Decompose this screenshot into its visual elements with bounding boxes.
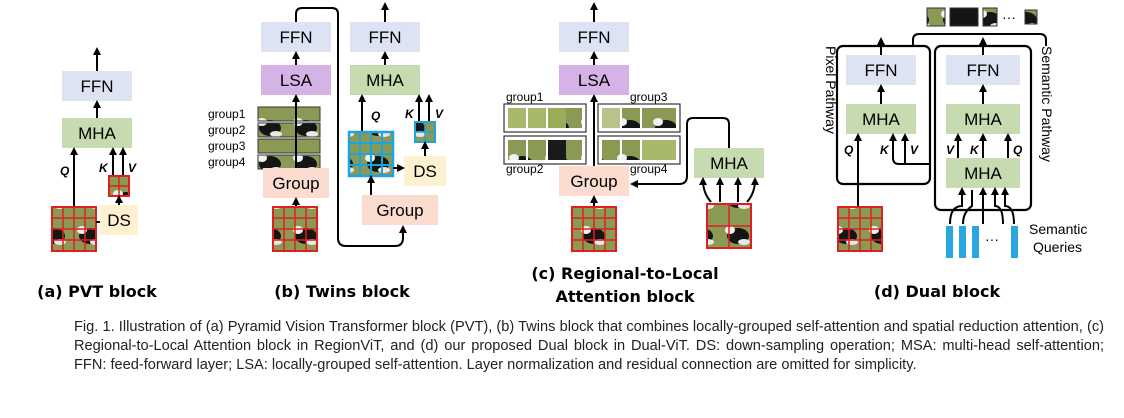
- ds-box: [100, 205, 138, 235]
- ffn-box: [846, 55, 916, 85]
- v-label: V: [435, 107, 444, 121]
- semantic-thumbnails: ···: [926, 7, 1038, 27]
- group-label: Group: [570, 172, 617, 191]
- pixel-pathway-frame: [835, 44, 932, 186]
- ffn-label: FFN: [368, 28, 401, 47]
- ffn-label: FFN: [864, 61, 897, 80]
- lsa-label: LSA: [280, 71, 313, 90]
- k-label: K: [405, 107, 415, 121]
- k-label: K: [880, 143, 890, 157]
- ellipsis: ···: [1002, 9, 1016, 25]
- ffn-label: FFN: [966, 61, 999, 80]
- lsa-label: LSA: [578, 71, 611, 90]
- diagram-figure: FFN MHA Q K V DS FFN: [51, 2, 1087, 258]
- group-strips: [257, 106, 321, 170]
- mha-box: [846, 104, 916, 134]
- mha-label: MHA: [964, 164, 1002, 183]
- group4-label: group4: [208, 155, 246, 169]
- semantic-queries-label-2: Queries: [1033, 239, 1082, 255]
- semantic-pathway-label: Semantic Pathway: [1039, 46, 1055, 162]
- regional-token-grid: [706, 203, 752, 249]
- group-label: Group: [376, 201, 423, 220]
- figure-caption: Fig. 1. Illustration of (a) Pyramid Visi…: [74, 319, 1104, 373]
- ffn-box: [261, 22, 331, 52]
- panel-caption-a: (a) PVT block: [37, 282, 157, 301]
- mha-box: [62, 118, 132, 148]
- ffn-label: FFN: [80, 77, 113, 96]
- ffn-box: [559, 22, 629, 52]
- v-label: V: [128, 161, 137, 175]
- ffn-box: [350, 22, 420, 52]
- ellipsis: ···: [985, 231, 999, 247]
- mha-label: MHA: [366, 71, 404, 90]
- mha-label: MHA: [710, 154, 748, 173]
- mha-box: [350, 65, 420, 95]
- ffn-label: FFN: [279, 28, 312, 47]
- group-box: [362, 195, 438, 225]
- v-label: V: [910, 143, 919, 157]
- mha-box: [946, 104, 1020, 134]
- region-groups: [503, 103, 681, 165]
- mha-label: MHA: [862, 110, 900, 129]
- ds-box: [404, 156, 446, 186]
- group1-label: group1: [506, 90, 544, 104]
- mha-label: MHA: [78, 124, 116, 143]
- q-label: Q: [844, 143, 854, 157]
- group-label: Group: [272, 174, 319, 193]
- dual-block: ··· Pixel Pathway FFN MHA Q K V Semantic…: [823, 7, 1087, 258]
- mha-label: MHA: [964, 110, 1002, 129]
- ffn-box: [62, 71, 132, 101]
- input-image-grid: [837, 206, 883, 252]
- group4-label: group4: [630, 162, 668, 176]
- q-label: Q: [371, 109, 381, 123]
- panel-caption-c-line2: Attention block: [555, 287, 695, 306]
- v-label: V: [946, 143, 955, 157]
- group-box: [263, 168, 329, 198]
- q-label: Q: [60, 164, 70, 178]
- group1-label: group1: [208, 107, 246, 121]
- group2-label: group2: [208, 123, 246, 137]
- panel-caption-c-line1: (c) Regional-to-Local: [531, 264, 719, 283]
- group3-label: group3: [208, 139, 246, 153]
- pvt-block: FFN MHA Q K V DS: [51, 47, 138, 252]
- ds-label: DS: [413, 162, 437, 181]
- k-label: K: [970, 143, 980, 157]
- mha-box: [946, 158, 1020, 188]
- input-image-grid: [272, 206, 318, 252]
- pixel-pathway-label: Pixel Pathway: [823, 46, 839, 134]
- k-label: K: [99, 161, 109, 175]
- ds-label: DS: [107, 211, 131, 230]
- mha-box: [694, 148, 764, 178]
- twins-block: FFN LSA group1 group2 group3 group4 Grou…: [208, 2, 446, 252]
- semantic-query-arrows: [949, 187, 1015, 225]
- ffn-box: [946, 55, 1020, 85]
- regional-token-arrows: [699, 177, 759, 203]
- q-label: Q: [1013, 143, 1023, 157]
- regional-to-local-block: FFN LSA group1 group3 group2 group4 Grou…: [503, 2, 764, 252]
- ffn-label: FFN: [577, 28, 610, 47]
- group3-label: group3: [630, 90, 668, 104]
- input-image-grid: [571, 206, 617, 252]
- input-image-grid: [51, 206, 97, 252]
- semantic-queries-label: Semantic: [1029, 221, 1087, 237]
- group2-label: group2: [506, 162, 544, 176]
- group-box: [559, 166, 629, 196]
- panel-caption-d: (d) Dual block: [873, 282, 1001, 301]
- grouped-query-grid: [347, 130, 395, 178]
- lsa-box: [261, 65, 331, 95]
- semantic-queries-bars: ···: [946, 226, 1018, 258]
- panel-caption-b: (b) Twins block: [274, 282, 410, 301]
- lsa-box: [559, 65, 629, 95]
